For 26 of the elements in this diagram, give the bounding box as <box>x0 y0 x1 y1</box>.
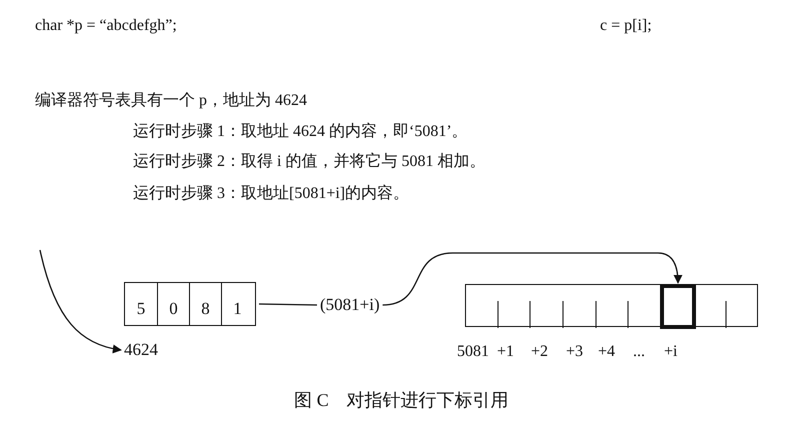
selected-element <box>660 284 696 329</box>
offset-label: +i <box>664 342 678 362</box>
byte-value: 8 <box>189 283 221 325</box>
byte-value: 5 <box>136 298 146 320</box>
description-text: 编译器符号表具有一个 p，地址为 4624 <box>35 91 307 111</box>
code-line: c = p[i]; <box>600 16 652 36</box>
offset-label: ... <box>633 342 645 362</box>
arrow <box>382 252 682 306</box>
step-text: 运行时步骤 3：取地址[5081+i]的内容。 <box>133 184 410 204</box>
byte-value: 0 <box>157 283 189 325</box>
step-text: 运行时步骤 2：取得 i 的值，并将它与 5081 相加。 <box>133 152 486 172</box>
address-expression: (5081+i) <box>320 295 380 315</box>
figure-caption: 图 C 对指针进行下标引用 <box>293 390 510 410</box>
connector-line <box>258 303 318 306</box>
code-line: char *p = “abcdefgh”; <box>35 16 177 36</box>
offset-label: +1 <box>497 342 514 362</box>
byte-value: 1 <box>221 283 253 325</box>
address-label: 4624 <box>124 340 158 360</box>
array-box <box>465 284 758 327</box>
memory-box <box>124 282 256 326</box>
offset-label: +4 <box>598 342 616 362</box>
arrow <box>39 250 122 354</box>
offset-label: +3 <box>566 342 584 362</box>
offset-label: 5081 <box>457 342 489 362</box>
offset-label: +2 <box>531 342 548 362</box>
step-text: 运行时步骤 1：取地址 4624 的内容，即‘5081’。 <box>133 122 468 142</box>
